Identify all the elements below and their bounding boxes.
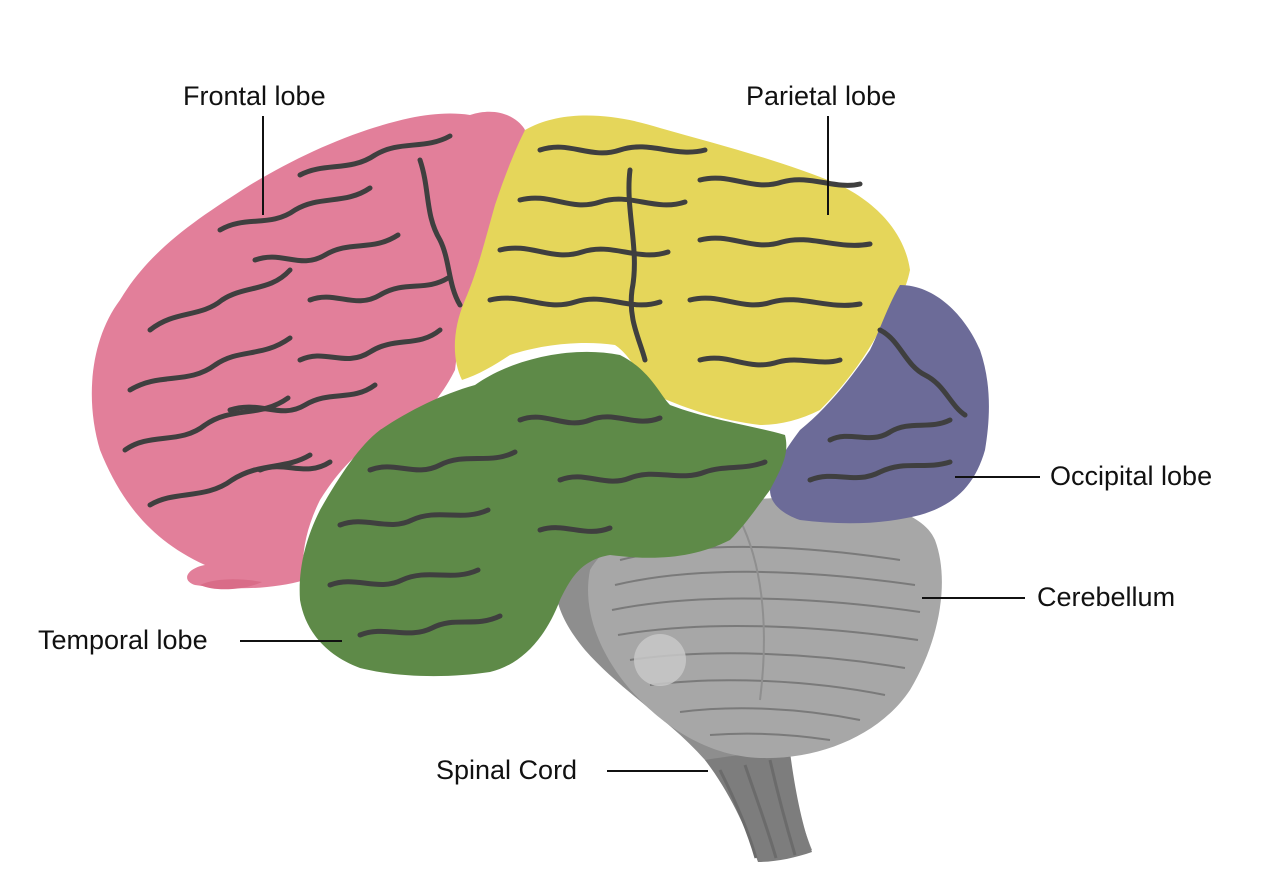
temporal-lobe-shape bbox=[299, 351, 787, 677]
occipital-lobe-label: Occipital lobe bbox=[1050, 461, 1213, 491]
temporal-lobe-region bbox=[299, 351, 787, 677]
frontal-lobe-label: Frontal lobe bbox=[183, 81, 326, 111]
cerebellum-shape bbox=[588, 497, 942, 759]
frontal-lobe-shape bbox=[91, 111, 525, 589]
cerebellum-label: Cerebellum bbox=[1037, 582, 1176, 612]
cerebellum-region bbox=[588, 497, 942, 759]
frontal-lobe-region bbox=[91, 111, 525, 590]
parietal-lobe-shape bbox=[454, 115, 910, 425]
spinal-cord-label: Spinal Cord bbox=[436, 755, 578, 785]
parietal-lobe-label: Parietal lobe bbox=[746, 81, 897, 111]
brain-sulci bbox=[122, 133, 968, 638]
parietal-lobe-region bbox=[454, 115, 910, 425]
leader-lines bbox=[240, 116, 1040, 772]
temporal-lobe-label: Temporal lobe bbox=[38, 625, 208, 655]
